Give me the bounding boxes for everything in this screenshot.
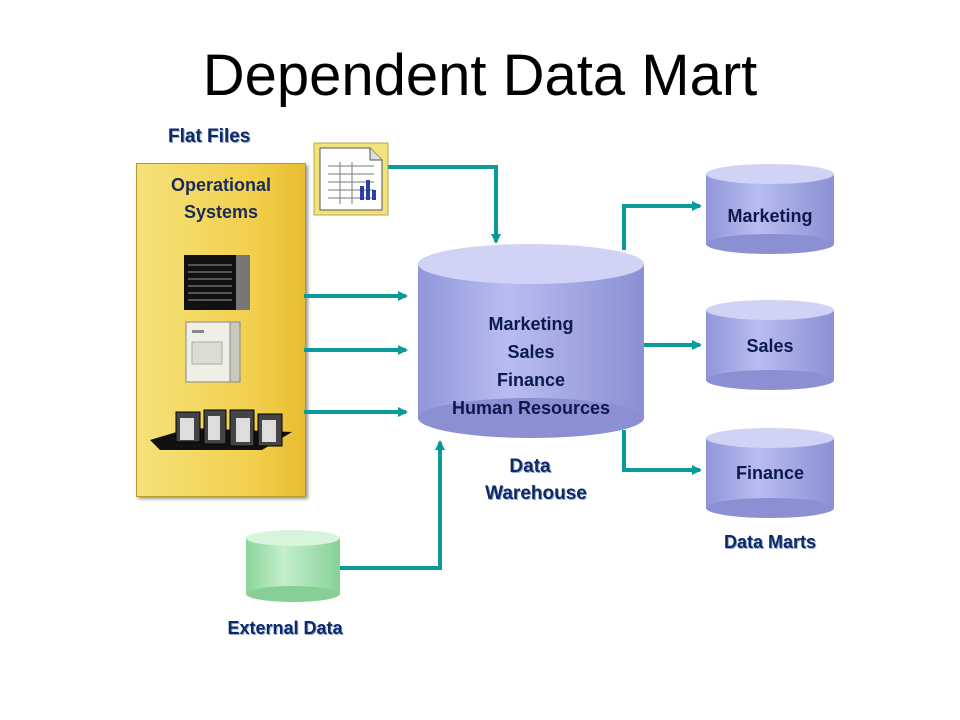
diagram-title: Dependent Data Mart — [202, 43, 758, 108]
operational-systems-title: Operational Systems — [137, 172, 305, 226]
warehouse-item: Human Resources — [451, 398, 611, 418]
server-tower-icon — [185, 321, 241, 383]
data-warehouse-cylinder — [418, 244, 644, 438]
data-warehouse-label-line1: Data — [509, 456, 551, 477]
mart-label-sales: Sales — [746, 336, 794, 356]
mart-cylinder-sales — [706, 300, 834, 390]
external-data-cylinder — [246, 530, 340, 602]
warehouse-item: Sales — [507, 342, 555, 362]
operational-systems-title-line1: Operational — [170, 175, 272, 195]
mart-label-marketing: Marketing — [727, 206, 813, 226]
spreadsheet-file-icon — [313, 142, 389, 216]
connector-lines — [304, 165, 702, 570]
external-data-label: External Data — [227, 618, 343, 638]
mart-label-finance: Finance — [735, 463, 805, 483]
flat-files-label: Flat Files — [168, 126, 251, 147]
warehouse-item: Marketing — [488, 314, 574, 334]
data-marts-label: Data Marts — [723, 532, 817, 552]
mart-cylinder-marketing — [706, 164, 834, 254]
operational-systems-title-line2: Systems — [183, 202, 259, 222]
server-cluster-icon — [150, 409, 292, 450]
data-warehouse-label-line2: Warehouse — [485, 483, 587, 504]
warehouse-item: Finance — [496, 370, 566, 390]
mainframe-icon — [184, 255, 250, 310]
mart-cylinder-finance — [706, 428, 834, 518]
warehouse-contents: Marketing Sales Finance Human Resources — [418, 310, 644, 422]
